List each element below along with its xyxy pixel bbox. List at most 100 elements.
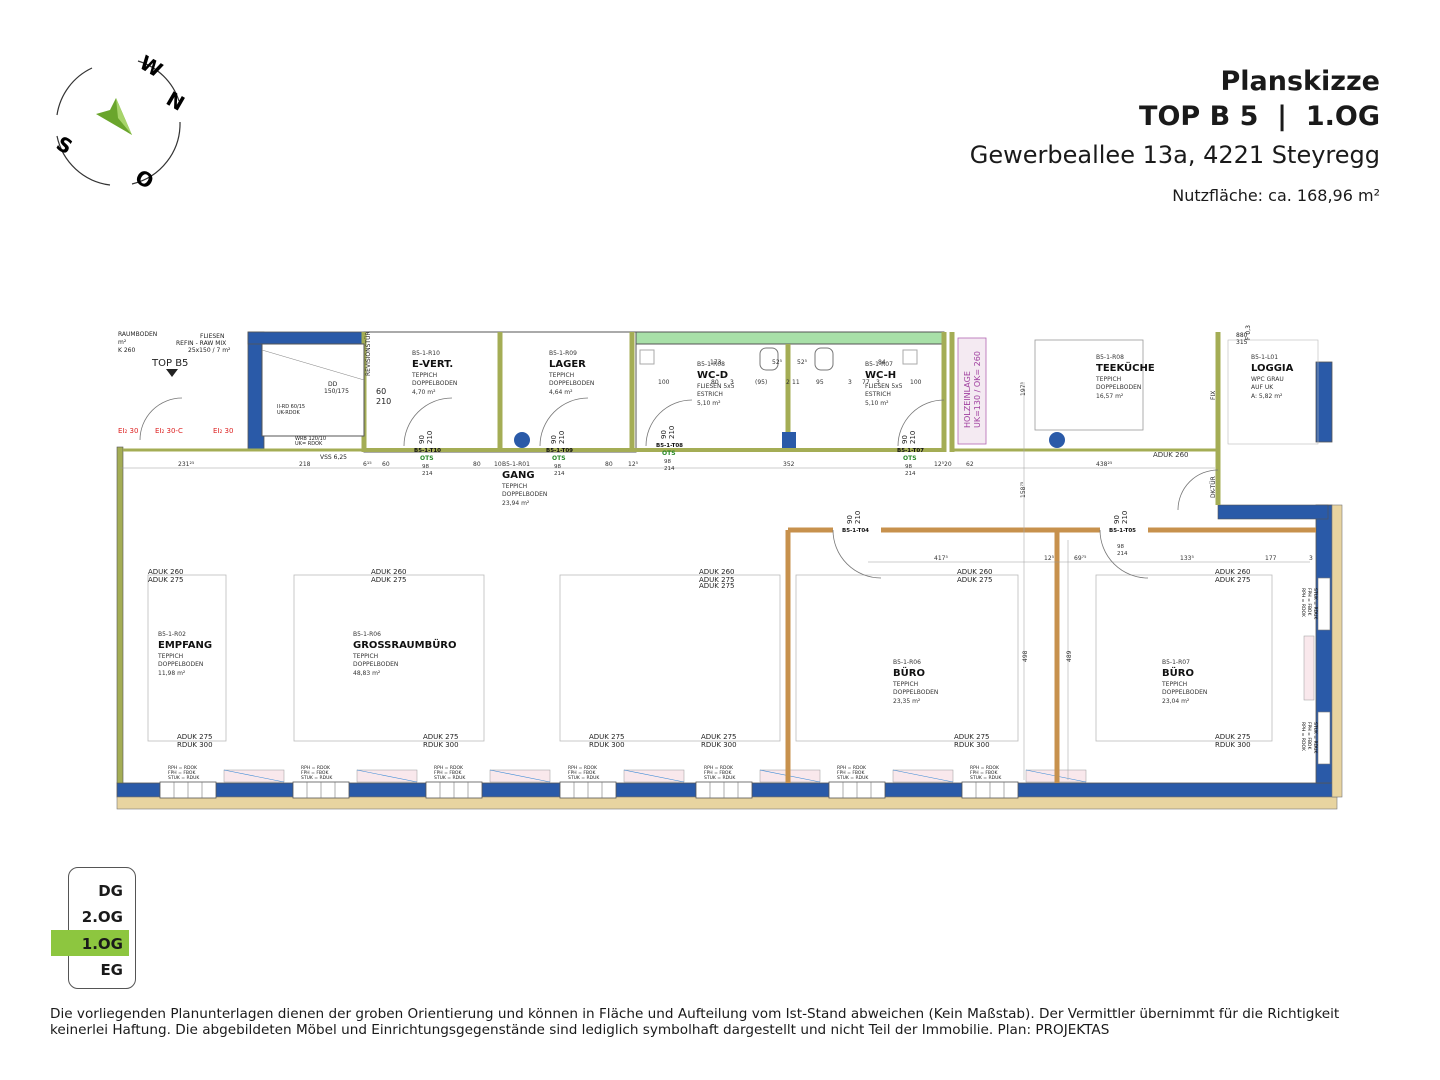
ceiling-label: ADUK 275 — [957, 576, 992, 584]
compass-ring-icon — [56, 60, 181, 186]
room-floor: ESTRICH — [865, 391, 891, 398]
ceiling-label: ADUK 275 — [699, 582, 734, 590]
door-ots: OTS — [662, 450, 676, 457]
shaft-icon — [782, 432, 796, 448]
unit-label: TOP B 5 | 1.OG — [1139, 101, 1380, 132]
disclaimer: Die vorliegenden Planunterlagen dienen d… — [50, 1006, 1340, 1038]
room-finish: TEPPICH — [157, 653, 183, 660]
ceiling-label: ADUK 275 — [1215, 733, 1250, 741]
svg-text:FPH = FBOK: FPH = FBOK — [704, 770, 732, 776]
dimension-label: 20 — [944, 461, 952, 468]
svg-text:FPH = FBOK: FPH = FBOK — [1306, 588, 1312, 616]
door-dim: 98 — [905, 464, 912, 470]
svg-text:STUK = RDUK: STUK = RDUK — [301, 775, 333, 781]
svg-text:60: 60 — [376, 387, 386, 396]
svg-text:DK-TÜR: DK-TÜR — [1210, 476, 1217, 498]
ceiling-label: RDUK 300 — [423, 741, 459, 749]
room-finish: TEPPICH — [548, 372, 574, 379]
svg-text:STUK = RDUK: STUK = RDUK — [168, 775, 200, 781]
room-floor: DOPPELBODEN — [1096, 384, 1141, 391]
ceiling-label: ADUK 275 — [1215, 576, 1250, 584]
svg-text:RAUMBODEN: RAUMBODEN — [118, 331, 157, 338]
door-width: 90 — [846, 515, 854, 524]
room-label: B5-1-R08TEEKÜCHETEPPICHDOPPELBODEN16,57 … — [1095, 354, 1155, 400]
dimension-label: 52⁵ — [772, 359, 783, 366]
room-name: EMPFANG — [158, 640, 212, 651]
dimension-label: 12⁵ — [1044, 555, 1055, 562]
svg-text:WRB 120/10: WRB 120/10 — [295, 436, 326, 442]
dimension-label: 100 — [910, 379, 922, 386]
door-width: 90 — [550, 435, 558, 444]
dimension-label: 489 — [1066, 650, 1073, 662]
dimension-label: 3 — [1309, 555, 1313, 562]
floor-selector[interactable]: DG 2.OG 1.OG EG — [51, 867, 136, 989]
svg-text:FPH = FBOK: FPH = FBOK — [168, 770, 196, 776]
dimension-label: 69⁷⁵ — [1074, 555, 1087, 562]
room-floor: ESTRICH — [697, 391, 723, 398]
svg-text:FIX: FIX — [1210, 391, 1217, 400]
room-code: B5-1-R06 — [893, 659, 921, 666]
door-height: 210 — [558, 431, 566, 444]
dimension-label: 3 — [848, 379, 852, 386]
room-name: TEEKÜCHE — [1096, 360, 1155, 374]
floor-dg[interactable]: DG — [98, 882, 123, 900]
door-height: 210 — [854, 511, 862, 524]
room-floor: DOPPELBODEN — [353, 661, 398, 668]
dimension-label: (95) — [755, 379, 767, 386]
room-finish: TEPPICH — [1161, 681, 1187, 688]
dimension-label: 62 — [966, 461, 974, 468]
svg-text:STUK = RDUK: STUK = RDUK — [1312, 722, 1318, 754]
dimension-label: 95 — [816, 379, 824, 386]
svg-text:STUK = RDUK: STUK = RDUK — [704, 775, 736, 781]
active-floor-highlight — [51, 930, 129, 956]
door-ots: OTS — [903, 455, 917, 462]
room-code: B5-1-R07 — [1162, 659, 1190, 666]
svg-text:DD: DD — [328, 381, 338, 388]
room-floor: DOPPELBODEN — [502, 491, 547, 498]
room-finish: TEPPICH — [501, 483, 527, 490]
dimension-label: 6¹⁵ — [363, 461, 372, 468]
room-area: 23,04 m² — [1162, 698, 1190, 705]
room-area: 4,70 m² — [412, 389, 436, 396]
room-finish: WPC GRAU — [1251, 376, 1284, 383]
room-name: BÜRO — [893, 665, 925, 679]
room-code: B5-1-R01 — [502, 461, 530, 468]
door-dim2: 214 — [1117, 551, 1128, 557]
room-finish: TEPPICH — [411, 372, 437, 379]
room-floor: DOPPELBODEN — [1162, 689, 1207, 696]
floor-2og[interactable]: 2.OG — [81, 908, 123, 926]
door-height: 210 — [668, 426, 676, 439]
door-dim2: 214 — [664, 466, 675, 472]
floor-1og[interactable]: 1.OG — [81, 935, 123, 953]
dimension-label: 60 — [382, 461, 390, 468]
svg-text:FPH = FBOK: FPH = FBOK — [301, 770, 329, 776]
room-floor: DOPPELBODEN — [412, 380, 457, 387]
door-dim2: 214 — [554, 471, 565, 477]
column-icon — [514, 432, 530, 448]
svg-text:F 0,3: F 0,3 — [1245, 325, 1252, 340]
ceiling-label: ADUK 275 — [371, 576, 406, 584]
floor-eg[interactable]: EG — [100, 961, 123, 979]
ceiling-label: RDUK 300 — [589, 741, 625, 749]
svg-text:FPH = FBOK: FPH = FBOK — [434, 770, 462, 776]
door-width: 90 — [1113, 515, 1121, 524]
room-area: 5,10 m² — [697, 400, 721, 407]
svg-text:II-RD 60/15: II-RD 60/15 — [277, 404, 305, 410]
door-dim: 98 — [422, 464, 429, 470]
ceiling-label: ADUK 275 — [954, 733, 989, 741]
north-arrow-icon — [96, 98, 132, 135]
svg-text:150/175: 150/175 — [324, 388, 349, 395]
